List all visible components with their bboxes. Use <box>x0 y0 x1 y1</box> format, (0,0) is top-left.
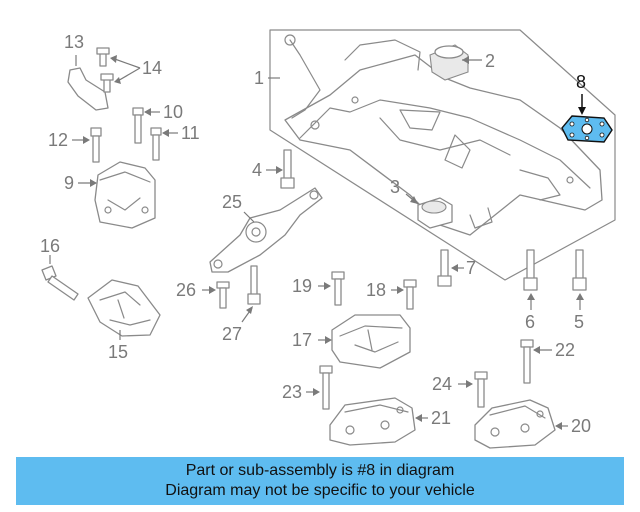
banner-line-2: Diagram may not be specific to your vehi… <box>165 482 475 499</box>
callout-27: 27 <box>222 324 242 344</box>
callout-9: 9 <box>64 173 74 193</box>
callout-26: 26 <box>176 280 196 300</box>
callout-leaders <box>49 55 586 430</box>
callout-25: 25 <box>222 192 242 212</box>
bracket-13 <box>67 67 109 111</box>
bolt-10 <box>132 107 144 144</box>
mount-9 <box>94 161 156 229</box>
part-8-plate <box>561 115 613 143</box>
callout-10: 10 <box>163 102 183 122</box>
parts-diagram: 1 2 3 4 5 6 7 8 9 10 11 12 13 14 15 16 1… <box>40 29 616 449</box>
callout-11: 11 <box>181 123 200 143</box>
callout-22: 22 <box>555 340 575 360</box>
callout-numbers: 1 2 3 4 5 6 7 8 9 10 11 12 13 14 15 16 1… <box>40 32 591 436</box>
mount-bushing-2 <box>429 44 469 81</box>
callout-20: 20 <box>571 416 591 436</box>
callout-23: 23 <box>282 382 302 402</box>
mount-15 <box>87 279 161 337</box>
bolt-16 <box>41 265 79 301</box>
bolt-4 <box>280 149 295 189</box>
bolt-26 <box>216 281 230 309</box>
callout-16: 16 <box>40 236 60 256</box>
bolt-22 <box>520 339 534 384</box>
bolt-24 <box>474 371 488 408</box>
callout-7: 7 <box>466 258 476 278</box>
bolts-14 <box>96 47 114 93</box>
bolt-7 <box>437 249 452 287</box>
banner-line-1: Part or sub-assembly is #8 in diagram <box>185 462 455 479</box>
callout-13: 13 <box>64 32 84 52</box>
bushing-3 <box>417 197 453 229</box>
callout-19: 19 <box>292 276 312 296</box>
mount-17 <box>331 314 411 369</box>
callout-8: 8 <box>576 72 586 92</box>
callout-6: 6 <box>525 312 535 332</box>
callout-24: 24 <box>432 374 452 394</box>
callout-5: 5 <box>574 312 584 332</box>
callout-12: 12 <box>48 130 68 150</box>
info-banner: Part or sub-assembly is #8 in diagram Di… <box>16 457 624 505</box>
callout-3: 3 <box>390 177 400 197</box>
bolt-12 <box>90 127 102 163</box>
subframe-assembly <box>269 29 616 281</box>
callout-18: 18 <box>366 280 386 300</box>
bolt-18 <box>403 279 417 310</box>
callout-2: 2 <box>485 51 495 71</box>
bolt-27 <box>247 265 261 305</box>
callout-21: 21 <box>431 408 451 428</box>
callout-17: 17 <box>292 330 312 350</box>
bolt-11 <box>150 127 162 161</box>
bracket-20 <box>474 399 556 449</box>
callout-1: 1 <box>254 68 264 88</box>
callout-15: 15 <box>108 342 128 362</box>
bolt-23 <box>319 365 333 410</box>
bolt-5 <box>572 249 587 291</box>
torque-rod-25 <box>209 187 323 273</box>
bolt-19 <box>331 271 345 306</box>
callout-14: 14 <box>142 58 162 78</box>
bracket-21 <box>329 397 416 446</box>
callout-4: 4 <box>252 160 262 180</box>
bolt-6 <box>523 249 538 291</box>
